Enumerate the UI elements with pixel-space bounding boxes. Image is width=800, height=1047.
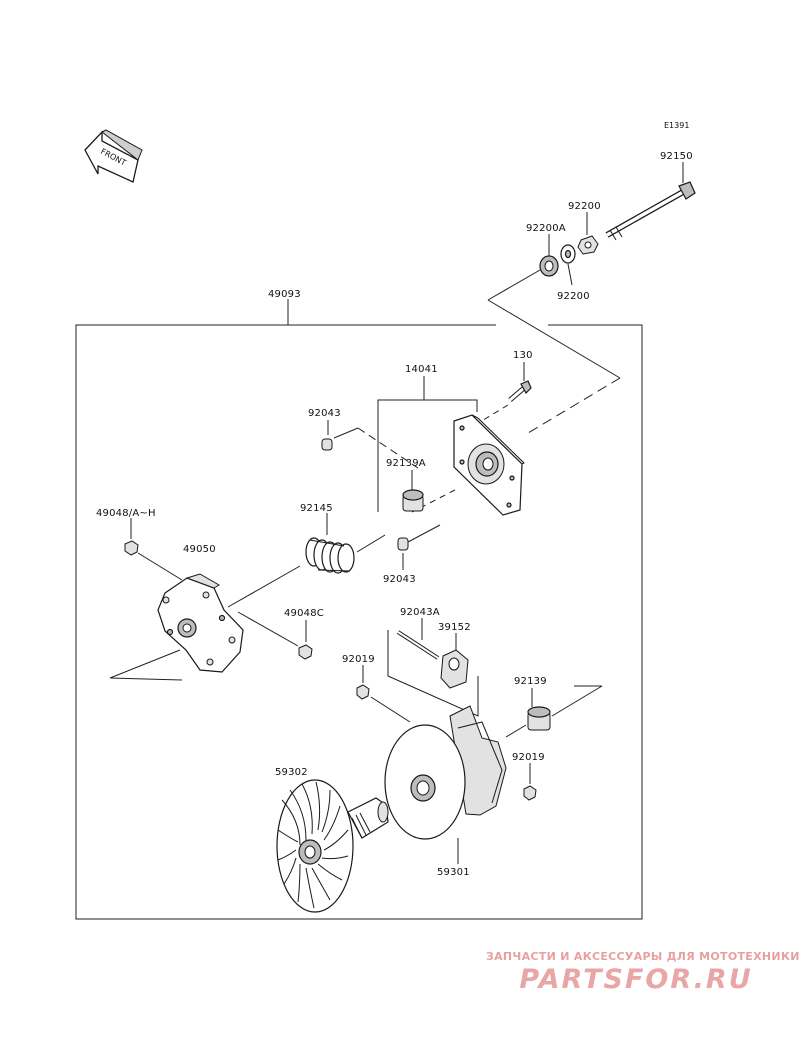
pin-92043A	[396, 630, 440, 660]
label-130: 130	[513, 350, 533, 361]
label-59301: 59301	[437, 867, 470, 878]
bushing-92139A	[402, 489, 424, 512]
fixed-sheave-59302	[276, 779, 389, 913]
label-92145: 92145	[300, 503, 333, 514]
nut-92200	[577, 235, 599, 255]
label-92150: 92150	[660, 151, 693, 162]
nut-49048C	[298, 644, 313, 660]
bushing-92139	[527, 706, 551, 731]
nut-92019-left	[356, 684, 370, 700]
label-92200-lower: 92200	[557, 291, 590, 302]
label-92043-lower: 92043	[383, 574, 416, 585]
label-92043-upper: 92043	[308, 408, 341, 419]
diagram-code: E1391	[664, 121, 689, 130]
bolt-130	[508, 380, 532, 402]
washer-92200	[560, 244, 576, 264]
label-59302: 59302	[275, 767, 308, 778]
movable-sheave-59301	[384, 705, 507, 840]
label-92139: 92139	[514, 676, 547, 687]
label-49093: 49093	[268, 289, 301, 300]
nut-92019-right	[523, 785, 537, 801]
label-39152: 39152	[438, 622, 471, 633]
label-14041: 14041	[405, 364, 438, 375]
label-92019-left: 92019	[342, 654, 375, 665]
watermark-tagline: ЗАПЧАСТИ И АКСЕССУАРЫ ДЛЯ МОТОТЕХНИКИ	[486, 950, 800, 963]
bolt-92150	[605, 181, 696, 241]
label-92043A: 92043A	[400, 607, 440, 618]
spring-92145	[305, 537, 355, 574]
watermark: ЗАПЧАСТИ И АКСЕССУАРЫ ДЛЯ МОТОТЕХНИКИ PA…	[486, 950, 800, 1000]
label-49048-A-H: 49048/A~H	[96, 508, 156, 519]
roller-39152	[440, 649, 469, 689]
bushing-92200A	[539, 255, 559, 277]
spider-49050	[157, 573, 244, 673]
label-49050: 49050	[183, 544, 216, 555]
pin-92043-upper	[321, 438, 333, 451]
label-92139A: 92139A	[386, 458, 426, 469]
nut-49048-A-H	[124, 540, 139, 556]
label-92019-right: 92019	[512, 752, 545, 763]
cover-14041	[453, 414, 525, 516]
front-arrow-icon: FRONT	[84, 129, 143, 183]
label-92200-upper: 92200	[568, 201, 601, 212]
watermark-logo: PARTSFOR.RU	[519, 964, 753, 995]
label-92200A: 92200A	[526, 223, 566, 234]
pin-92043-lower	[397, 537, 409, 551]
label-49048C: 49048C	[284, 608, 324, 619]
assembly-frame	[75, 299, 643, 920]
